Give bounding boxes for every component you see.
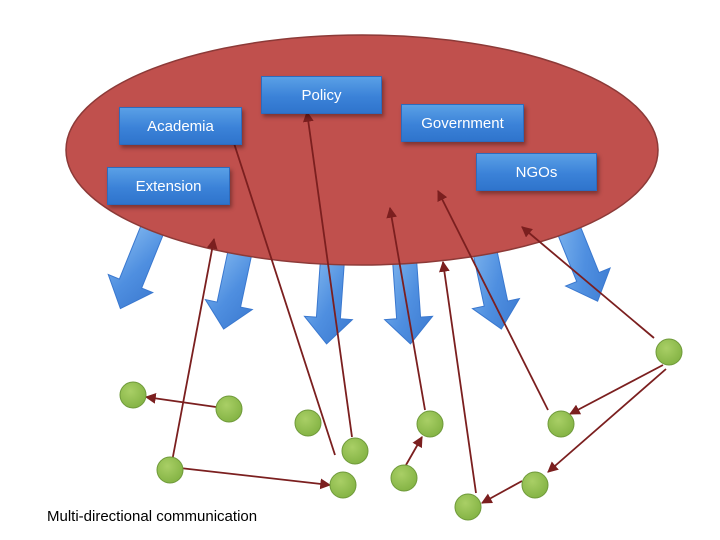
extension-box: Extension	[107, 167, 230, 205]
node-circle	[215, 395, 243, 423]
line-node-to-government	[437, 190, 549, 411]
line-node-to-node	[144, 393, 217, 408]
communication-lines	[144, 110, 667, 504]
node-circle	[521, 471, 549, 499]
node-circle	[294, 409, 322, 437]
node-circle	[119, 381, 147, 409]
node-circle	[390, 464, 418, 492]
node-circle	[454, 493, 482, 521]
audience-nodes	[119, 338, 683, 521]
ngos-box: NGOs	[476, 153, 597, 191]
node-circle	[547, 410, 575, 438]
line-node-to-node	[405, 436, 423, 466]
node-circle	[655, 338, 683, 366]
line-node-to-academia	[228, 132, 336, 456]
government-box: Government	[401, 104, 524, 142]
node-circle	[416, 410, 444, 438]
line-node-to-ellipse	[439, 260, 477, 494]
stakeholder-ellipse	[65, 34, 659, 266]
line-node-to-ngos	[521, 226, 655, 339]
diagram-caption: Multi-directional communication	[47, 508, 258, 525]
node-circle	[156, 456, 184, 484]
line-node-to-node	[170, 466, 332, 490]
policy-box: Policy	[261, 76, 382, 114]
line-node-to-policy	[302, 110, 353, 438]
line-node-to-node	[569, 364, 664, 415]
line-node-to-node	[481, 480, 523, 504]
academia-box: Academia	[119, 107, 242, 145]
node-circle	[329, 471, 357, 499]
line-node-to-extension	[170, 237, 218, 468]
line-node-to-node	[547, 368, 667, 473]
line-node-to-ellipse-center	[386, 206, 426, 411]
outflow-arrows	[107, 213, 611, 345]
node-circle	[341, 437, 369, 465]
